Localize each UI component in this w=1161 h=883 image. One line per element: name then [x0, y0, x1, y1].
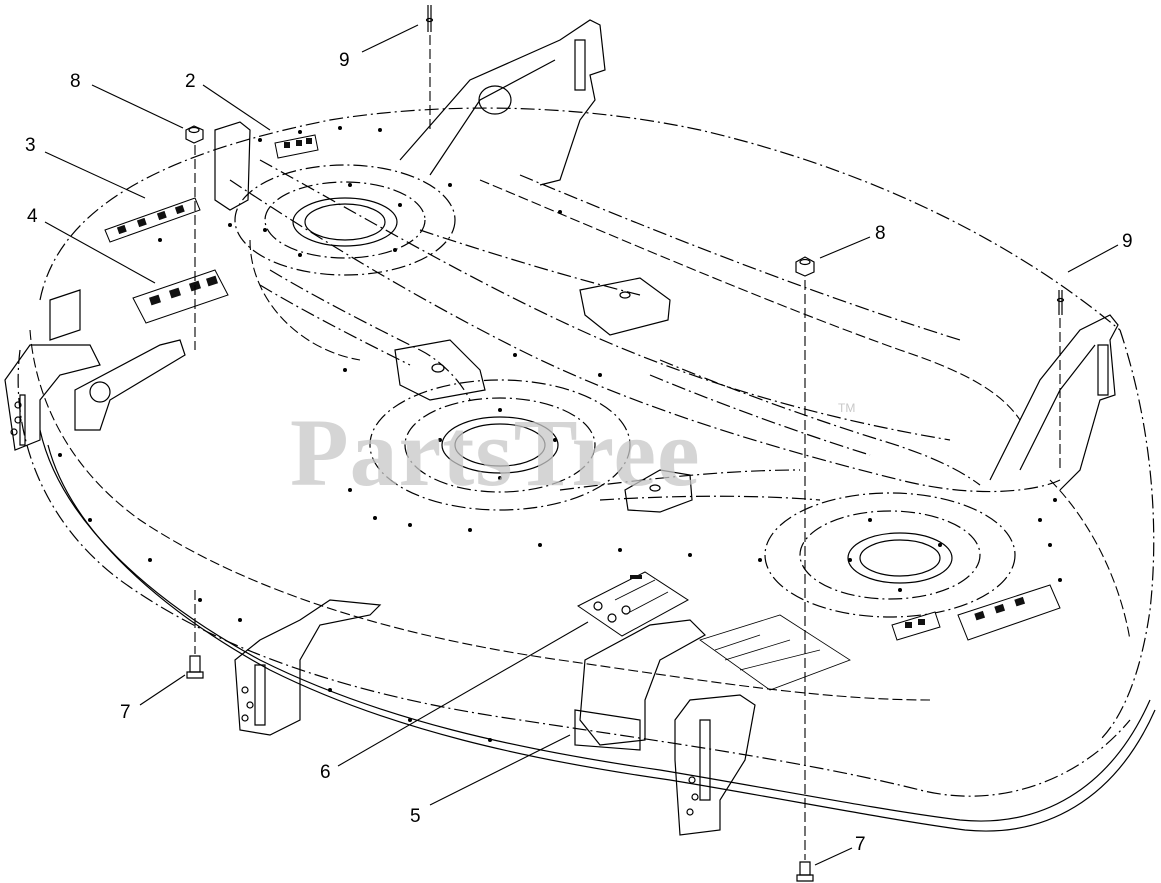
callout-labels: 9 8 2 3 4 8 9 7 6 5 7	[25, 50, 1133, 855]
decal-right-pair	[891, 584, 1061, 641]
callout-leaders	[44, 24, 1119, 866]
callout-9-left: 9	[339, 50, 350, 71]
pin-9-right	[1056, 290, 1065, 315]
decal-2	[274, 134, 319, 159]
spindle-right	[764, 492, 1016, 618]
bolt-7-right	[796, 861, 814, 882]
callout-4: 4	[27, 206, 38, 227]
deck-brackets	[394, 277, 693, 513]
rear-mount-right	[989, 314, 1119, 491]
hanger-right-front	[574, 619, 756, 836]
callout-5: 5	[410, 806, 421, 827]
deck-holes	[58, 126, 1062, 742]
callout-3: 3	[25, 135, 36, 156]
decal-3	[104, 197, 201, 243]
callout-8-right: 8	[875, 223, 886, 244]
callout-6: 6	[320, 762, 331, 783]
bolt-7-left	[186, 655, 204, 679]
watermark: PartsTree TM	[290, 399, 855, 506]
watermark-trademark: TM	[838, 401, 855, 415]
callout-7-left: 7	[120, 702, 131, 723]
pin-9-left	[425, 5, 434, 32]
decal-4	[132, 269, 229, 324]
decal-6	[577, 571, 689, 637]
nut-8-right	[795, 256, 815, 277]
callout-7-right: 7	[855, 834, 866, 855]
rear-mount-left	[399, 19, 606, 186]
hanger-left-rear	[4, 121, 251, 451]
hanger-left-front	[234, 599, 382, 736]
watermark-text: PartsTree	[290, 399, 701, 506]
callout-8-left: 8	[70, 71, 81, 92]
callout-2: 2	[185, 71, 196, 92]
nut-8-left	[185, 125, 204, 144]
deck-channels	[249, 229, 981, 501]
spindle-center	[369, 379, 631, 511]
callout-9-right: 9	[1122, 231, 1133, 252]
spindle-left	[234, 164, 456, 276]
deck-logo-emboss	[699, 614, 851, 691]
deck-shell	[17, 107, 1156, 832]
